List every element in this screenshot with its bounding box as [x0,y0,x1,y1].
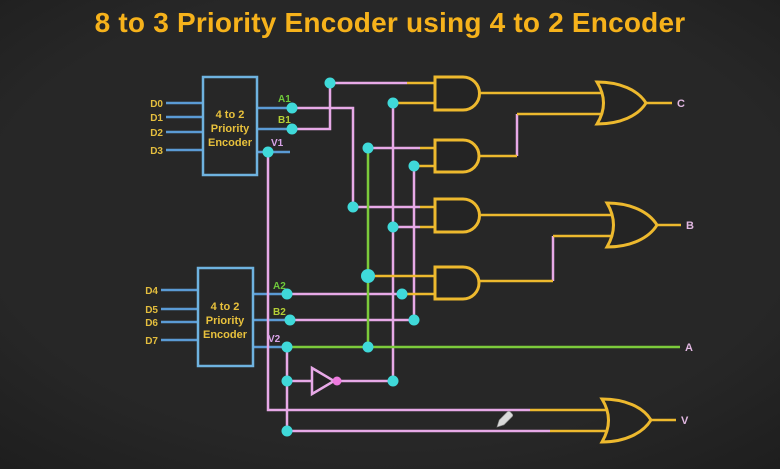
junction-dots [262,77,420,437]
junction-dot [387,375,399,387]
label-b1: B1 [278,115,291,126]
gate-pin-wires [368,81,681,433]
junction-dot [347,201,359,213]
input-label-d4: D4 [145,286,158,297]
label-v1: V1 [271,138,284,149]
junction-dot [324,77,336,89]
junction-dot [281,375,293,387]
junction-dot [286,102,298,114]
input-label-d7: D7 [145,336,158,347]
junction-dot [284,314,296,326]
encoder1-label-line2: Priority [211,123,250,135]
or-gate-b [604,201,659,249]
wire-v1-to-orv [266,152,530,412]
junction-dot [396,288,408,300]
not-gate-bubble-icon [332,376,342,386]
output-label-a: A [685,342,693,354]
junction-dot [281,341,293,353]
input-label-d2: D2 [150,128,163,139]
label-v2: V2 [268,334,281,345]
label-a2: A2 [273,281,286,292]
and-gate-4 [433,265,481,301]
encoder1-label-line1: 4 to 2 [216,109,245,121]
encoder1-input-wires [166,101,204,152]
and-gate-1 [433,75,481,112]
junction-dot [281,425,293,437]
junction-dot [281,288,293,300]
label-a1: A1 [278,94,291,105]
and-gate-2 [433,138,481,174]
encoder2-label-line3: Encoder [203,329,248,341]
input-label-d6: D6 [145,318,158,329]
junction-dot [362,142,374,154]
input-label-d0: D0 [150,99,163,110]
encoder2-box [196,266,255,368]
encoder2-label-line2: Priority [206,315,245,327]
junction-dot [362,341,374,353]
or-gate-v [599,397,653,444]
encoder2-input-wires [161,288,199,342]
and-gate-3 [433,197,481,234]
junction-dot [408,314,420,326]
page-title: 8 to 3 Priority Encoder using 4 to 2 Enc… [94,7,686,38]
wire-b1-to-and1 [292,81,407,131]
output-label-v: V [681,415,689,427]
input-label-d1: D1 [150,113,163,124]
junction-dot [262,146,274,158]
junction-dot [387,221,399,233]
junction-dot [408,160,420,172]
label-b2: B2 [273,307,286,318]
pencil-cursor-icon [496,410,514,428]
encoder2-label-line1: 4 to 2 [211,301,240,313]
junction-dot [286,123,298,135]
wire-a1-to-and3 [292,106,420,209]
encoder1-label-line3: Encoder [208,137,253,149]
not-gate [310,365,337,397]
junction-dot [361,269,375,283]
input-label-d3: D3 [150,146,163,157]
output-label-c: C [677,98,685,110]
junction-dot [387,97,399,109]
output-label-b: B [686,220,694,232]
encoder1-box [201,75,259,177]
or-gate-c [594,80,648,126]
input-label-d5: D5 [145,305,158,316]
